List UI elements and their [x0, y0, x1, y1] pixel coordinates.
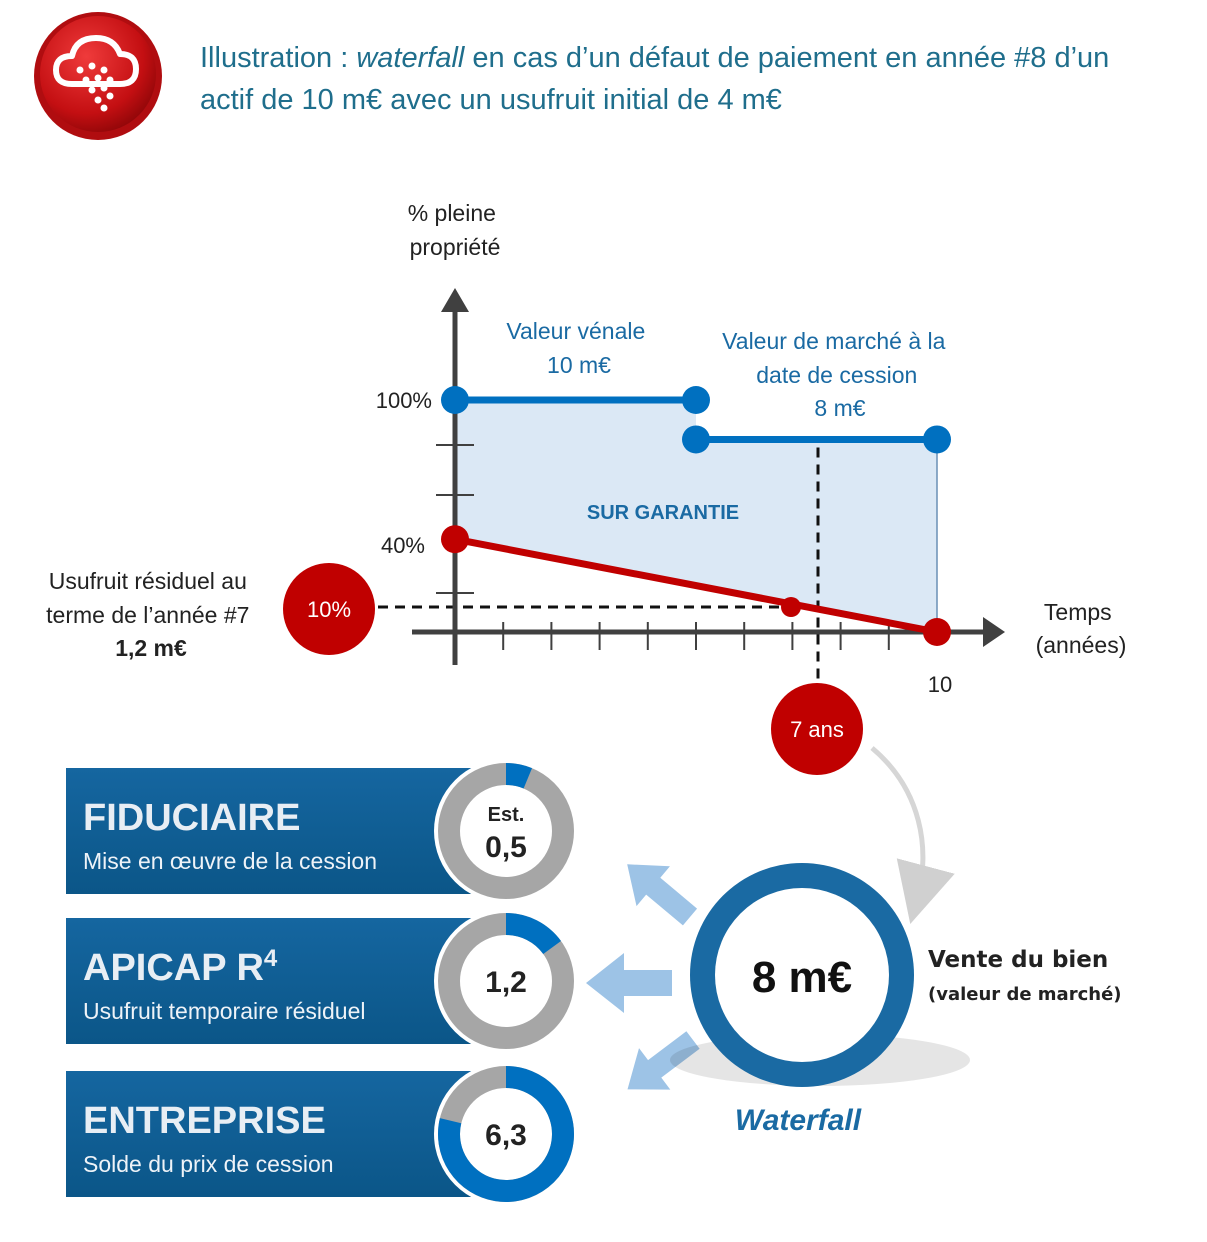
ring-value-arc	[505, 913, 562, 955]
badge-7ans: 7 ans	[771, 683, 863, 775]
panel-title: APICAP R4	[83, 945, 278, 989]
ring-top-label: Est.	[488, 804, 525, 826]
valeur-marche-line-point	[682, 425, 710, 454]
arrow-to-fiduciaire	[627, 864, 698, 926]
x-axis-label: Temps (années)	[1036, 599, 1127, 658]
ring-value-arc	[505, 763, 533, 789]
header-title: Illustration : waterfall en cas d’un déf…	[200, 42, 1117, 116]
svg-text:7 ans: 7 ans	[790, 717, 844, 742]
svg-text:10%: 10%	[307, 597, 351, 622]
flow-arrows	[586, 864, 700, 1090]
ring-value: 6,3	[485, 1119, 527, 1152]
tick-label-100: 100%	[376, 388, 432, 413]
arrow-to-apicap	[586, 953, 672, 1013]
panel-background	[66, 768, 486, 894]
center-value: 8 m€	[670, 863, 970, 1087]
panel-background	[66, 918, 486, 1044]
svg-text:8 m€: 8 m€	[752, 953, 852, 1002]
waterfall-caption: Waterfall	[735, 1104, 862, 1137]
panel-background	[66, 1071, 486, 1197]
ring-value-arc	[438, 1066, 574, 1202]
y-axis-label: % pleine propriété	[408, 200, 503, 260]
tick-label-40: 40%	[381, 533, 425, 558]
x-axis-arrow	[983, 617, 1005, 647]
curved-arrow	[870, 746, 955, 924]
tick-label-10: 10	[928, 672, 952, 697]
ring-value: 1,2	[485, 966, 527, 999]
panel-fiduciaire: FIDUCIAIRE Mise en œuvre de la cession Est…	[66, 759, 578, 903]
ring-value: 0,5	[485, 831, 527, 864]
panel-title: FIDUCIAIRE	[83, 797, 300, 839]
usufruit-label: Usufruit résiduel au terme de l’année #7…	[46, 568, 256, 661]
vente-du-bien-label: Vente du bien (valeur de marché)	[928, 947, 1122, 1005]
panel-entreprise: ENTREPRISE Solde du prix de cession 6,3	[66, 1062, 578, 1206]
valeur-marche-line-point	[923, 425, 951, 454]
usufruit-line-point	[923, 618, 951, 646]
rain-cloud-icon	[34, 12, 162, 140]
panel-title: ENTREPRISE	[83, 1100, 326, 1142]
valeur-marche-label: Valeur de marché à la date de cession 8 …	[722, 328, 952, 421]
valeur-venale-line-point	[441, 386, 469, 414]
axis-ticks	[436, 444, 890, 650]
badge-10pct: 10%	[283, 563, 375, 655]
valeur-venale-line-point	[682, 386, 710, 414]
chart: % pleine propriété Temps (années) 100% 4…	[46, 200, 1126, 775]
panel-subtitle: Solde du prix de cession	[83, 1151, 334, 1177]
panel-title-text: FIDUCIAIRE	[83, 797, 300, 839]
valeur-venale-label: Valeur vénale 10 m€	[506, 318, 651, 378]
sur-garantie-label: SUR GARANTIE	[587, 502, 739, 524]
usufruit-line	[451, 535, 941, 636]
usufruit-year7-point	[781, 597, 801, 617]
usufruit-line-point	[441, 525, 469, 554]
panel-subtitle: Usufruit temporaire résiduel	[83, 998, 366, 1024]
panel-title-sup: 4	[264, 945, 278, 972]
y-axis-arrow	[441, 288, 469, 312]
panel-title-text: APICAP R	[83, 947, 264, 989]
arrow-to-entreprise	[627, 1031, 700, 1090]
panel-title-text: ENTREPRISE	[83, 1100, 326, 1142]
panel-subtitle: Mise en œuvre de la cession	[83, 848, 377, 874]
